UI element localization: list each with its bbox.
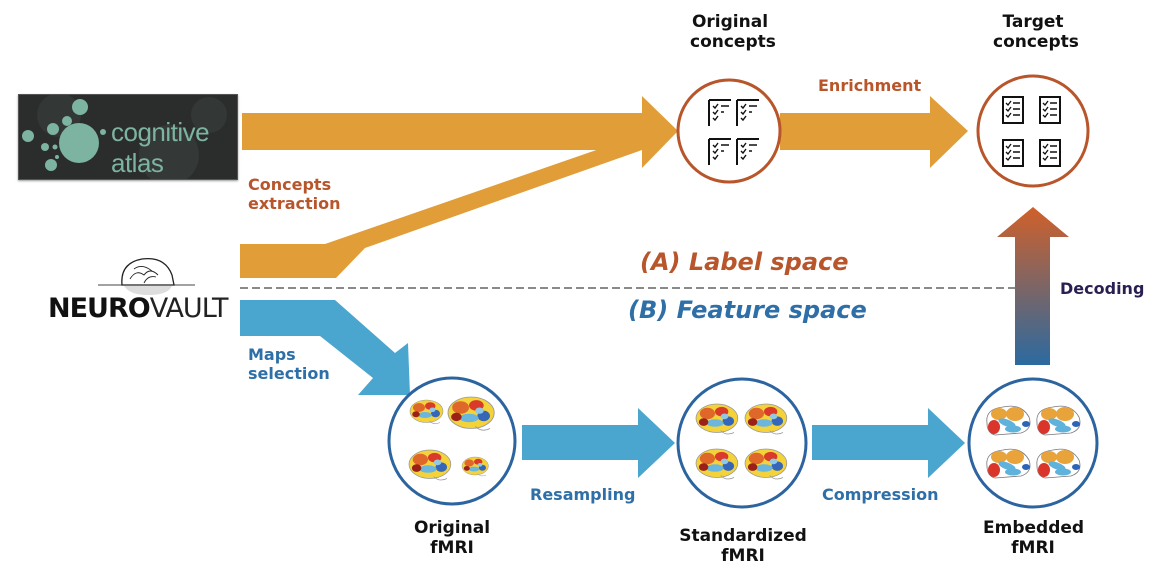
title-line: Original [691,12,769,32]
arrow-concepts-extraction-from-neurovault [240,147,642,278]
arrow-maps-selection [240,300,410,395]
brain-parcel-icon [986,405,1031,436]
brain-parcel-icon [986,448,1031,479]
original-fmri-title: Original fMRI [407,518,497,559]
cognitive-atlas-wordmark: cognitive atlas [111,117,210,178]
label-line: Concepts [248,175,332,194]
neurovault-wordmark-bold: NEURO [48,293,151,324]
node-standardized-fmri [676,377,808,509]
node-original-concepts [676,78,782,184]
title-line: Original [413,518,491,538]
title-line: Standardized [679,526,807,546]
node-target-concepts [976,74,1090,188]
cognitive-atlas-logo: cognitive atlas [18,94,238,180]
original-concepts-title: Original concepts [690,12,776,53]
brain-parcel-icon [1036,448,1081,479]
title-line: Target [1002,12,1064,32]
neurovault-wordmark-light: VAULT [149,293,229,324]
arrow-decoding [997,207,1069,365]
maps-selection-label: Maps selection [248,345,330,383]
brain-parcel-icon [1036,405,1081,436]
enrichment-label: Enrichment [818,76,922,95]
arrow-resampling [522,408,675,478]
feature-space-title: (B) Feature space [628,296,867,324]
cognitive-atlas-dots-icon [22,95,227,179]
concepts-extraction-label: Concepts extraction [248,175,341,213]
decoding-label: Decoding [1060,279,1145,298]
title-line: Embedded [983,518,1085,538]
label-line: selection [248,364,330,384]
standardized-fmri-title: Standardized fMRI [678,526,808,567]
title-line: concepts [993,32,1079,53]
neurovault-wordmark: NEUROVAULT [48,293,229,324]
embedded-fmri-title: Embedded fMRI [983,518,1085,559]
title-line: fMRI [1011,538,1055,559]
arrow-compression [812,408,965,478]
node-embedded-fmri [967,377,1099,509]
title-line: concepts [690,32,776,53]
neurovault-logo: NEUROVAULT [40,255,240,325]
title-line: fMRI [430,538,474,559]
checklist-box-icon [1002,96,1024,124]
arrow-enrichment [780,96,968,168]
label-line: extraction [248,194,341,214]
label-line: Maps [248,345,296,364]
arrow-cognitive-atlas-to-original-concepts [242,96,678,168]
compression-label: Compression [822,485,939,504]
checklist-box-icon [1039,96,1061,124]
node-original-fmri [387,376,517,506]
checklist-box-icon [1039,139,1061,167]
checklist-box-icon [1002,139,1024,167]
resampling-label: Resampling [530,485,636,504]
title-line: fMRI [721,546,765,567]
neurovault-brain-icon [98,257,195,295]
target-concepts-title: Target concepts [993,12,1079,53]
label-space-title: (A) Label space [640,248,849,276]
